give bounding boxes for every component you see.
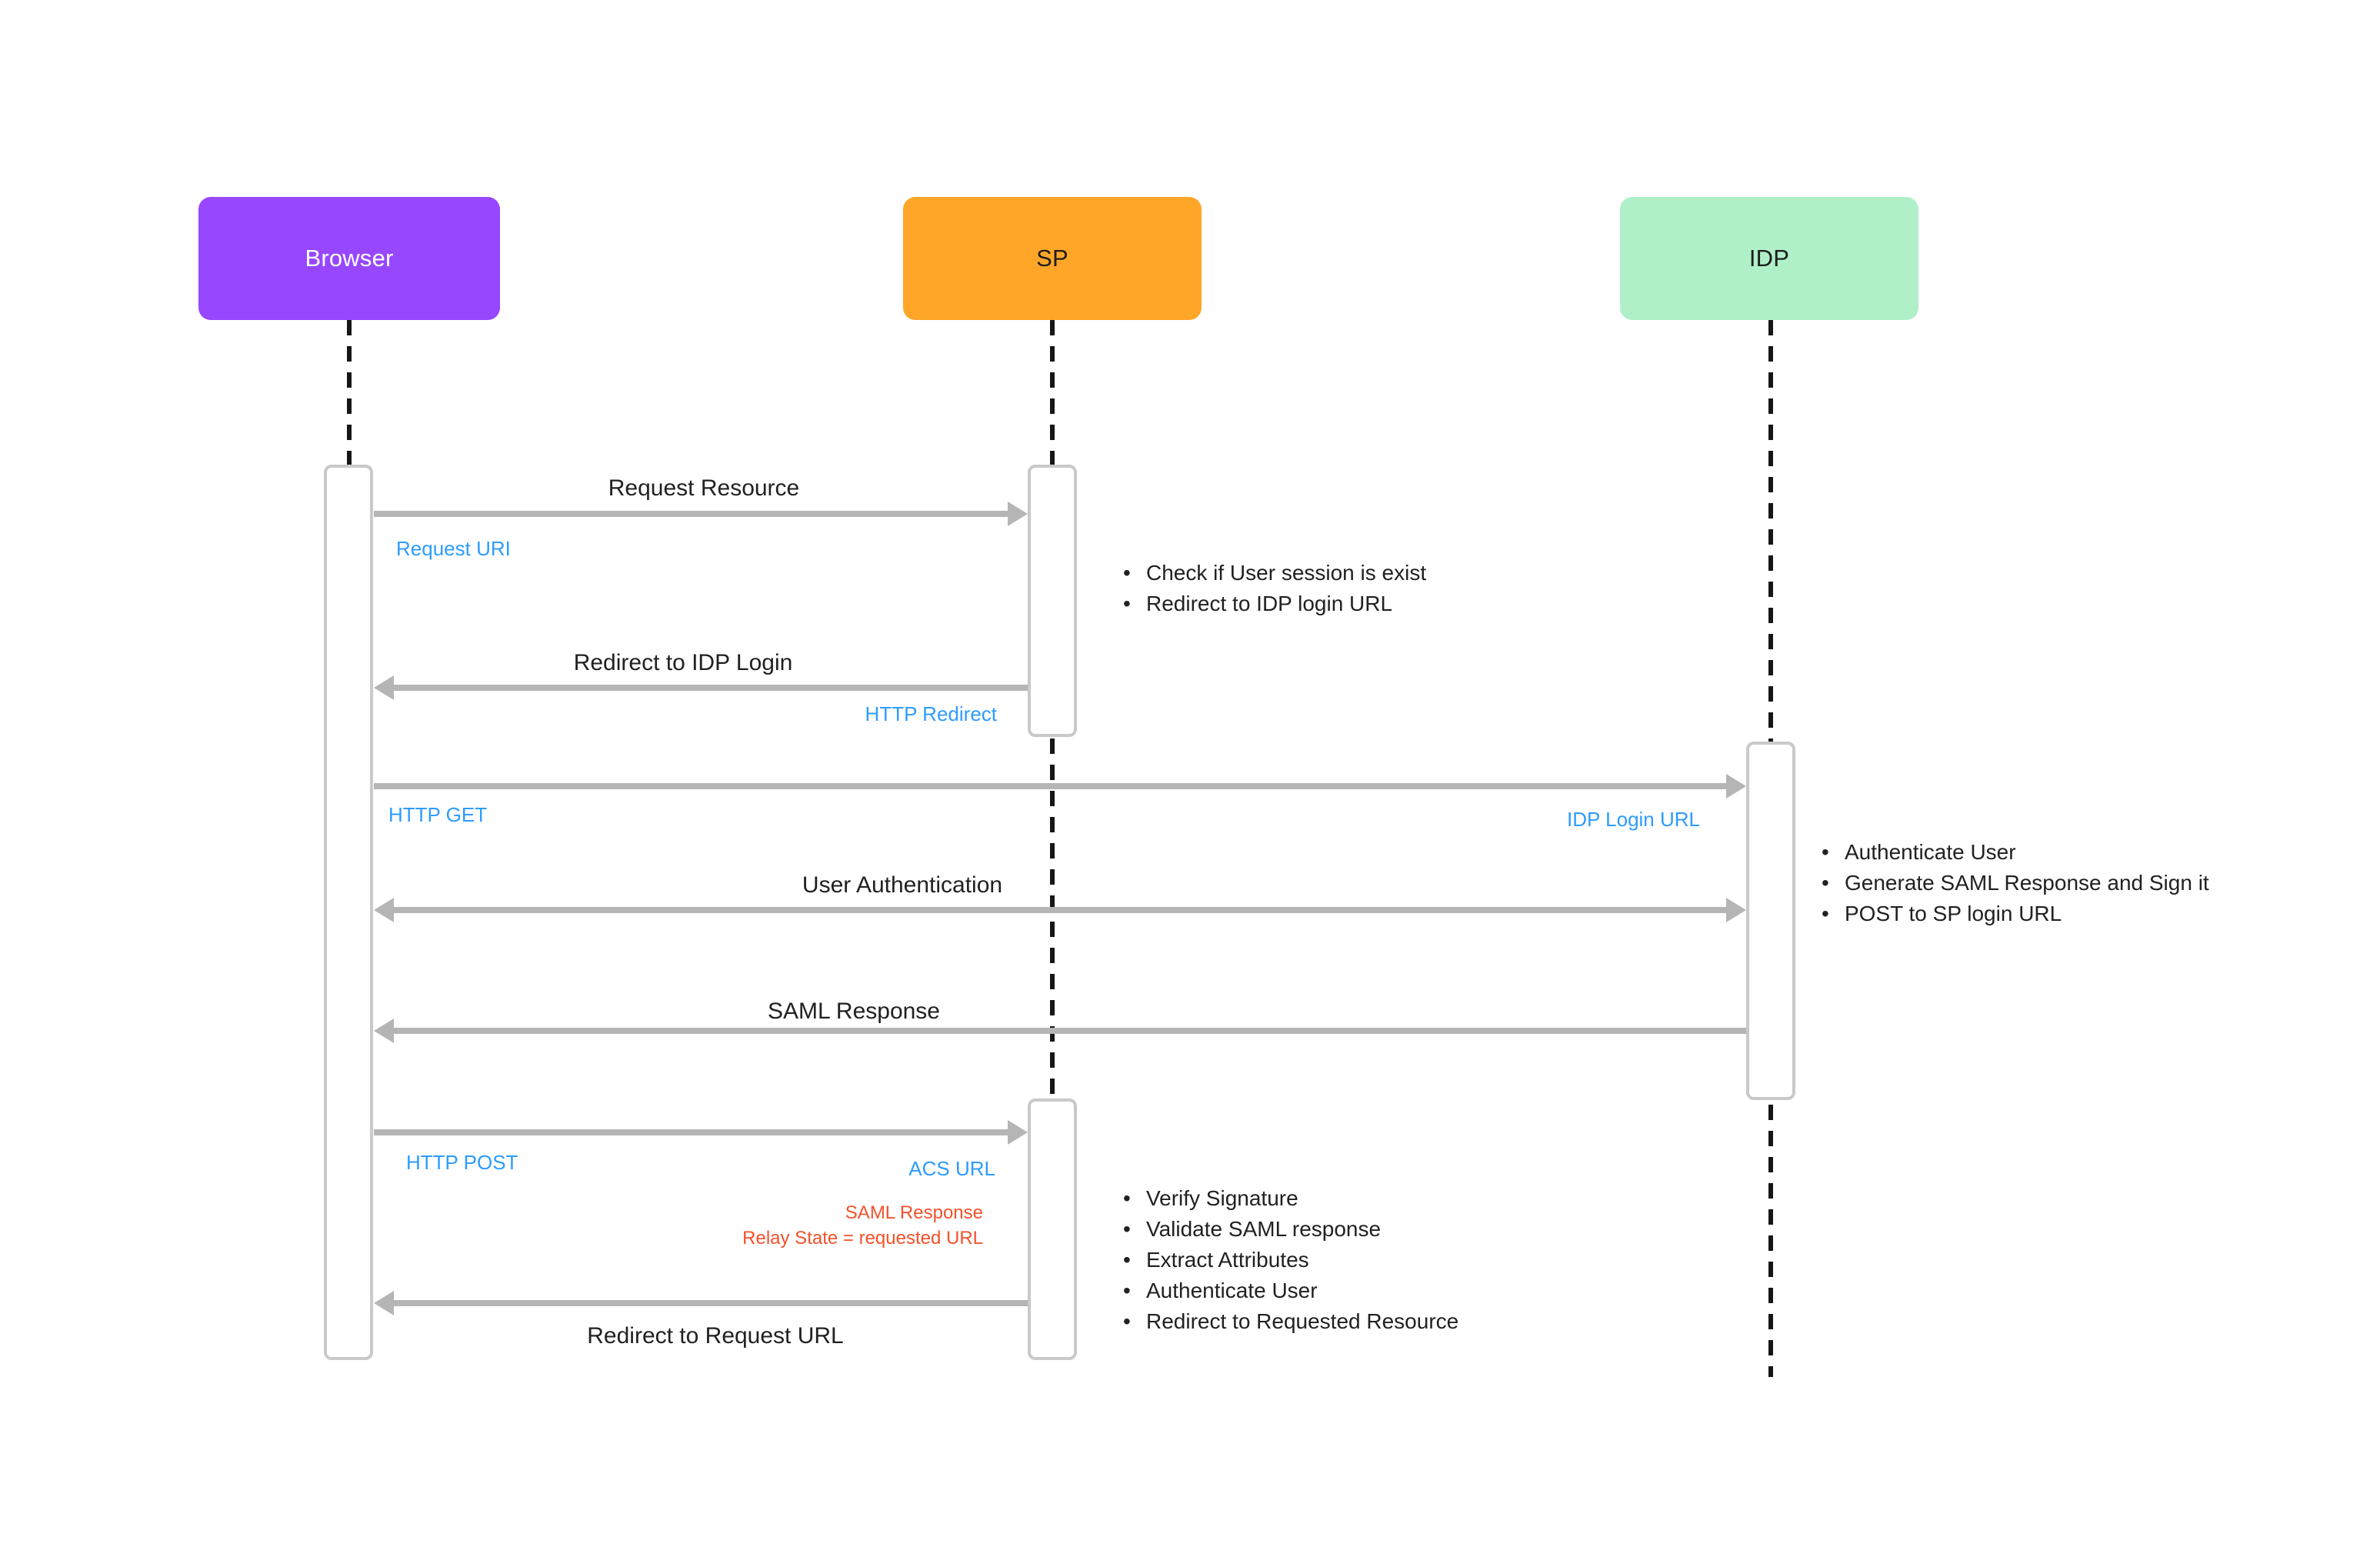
- arrowhead-right-icon: [1008, 1120, 1028, 1145]
- note-item: POST to SP login URL: [1822, 899, 2209, 929]
- note-item: Redirect to IDP login URL: [1123, 588, 1426, 619]
- sublabel-http-redirect: HTTP Redirect: [865, 702, 997, 725]
- sublabel-http-post: HTTP POST: [406, 1151, 518, 1174]
- note-item: Verify Signature: [1123, 1183, 1458, 1214]
- arrow-http-post: [374, 1120, 1028, 1145]
- param-relay-state: Relay State = requested URL: [742, 1228, 983, 1249]
- arrow-redirect-request-url: [374, 1291, 1028, 1315]
- browser-lifeline: [347, 320, 352, 468]
- arrowhead-left-icon: [374, 898, 394, 922]
- idp-notes: Authenticate User Generate SAML Response…: [1822, 837, 2209, 929]
- arrow-redirect-idp-login: [374, 675, 1028, 700]
- note-item: Generate SAML Response and Sign it: [1822, 868, 2209, 899]
- arrow-saml-response: [374, 1019, 1746, 1043]
- note-item: Check if User session is exist: [1123, 558, 1426, 588]
- idp-activation-bar: [1746, 742, 1795, 1100]
- arrowhead-right-icon: [1726, 898, 1746, 922]
- message-label-saml-response: SAML Response: [767, 999, 941, 1024]
- sp-lifeline: [1050, 320, 1055, 1360]
- browser-activation-bar: [324, 465, 373, 1360]
- actor-box-sp: SP: [903, 197, 1202, 320]
- sp-notes-second: Verify Signature Validate SAML response …: [1123, 1183, 1458, 1337]
- note-item: Extract Attributes: [1123, 1245, 1458, 1275]
- actor-label-sp: SP: [1036, 245, 1068, 272]
- message-label-redirect-idp-login: Redirect to IDP Login: [573, 650, 793, 675]
- sublabel-http-get: HTTP GET: [388, 803, 488, 826]
- note-item: Authenticate User: [1123, 1275, 1458, 1306]
- message-label-request-resource: Request Resource: [608, 475, 800, 501]
- message-label-redirect-request-url: Redirect to Request URL: [587, 1323, 844, 1349]
- note-item: Validate SAML response: [1123, 1214, 1458, 1245]
- sp-notes-first: Check if User session is exist Redirect …: [1123, 558, 1426, 619]
- actor-label-idp: IDP: [1748, 245, 1790, 272]
- note-item: Redirect to Requested Resource: [1123, 1306, 1458, 1337]
- sp-activation-bar-2: [1028, 1099, 1077, 1360]
- actor-box-idp: IDP: [1620, 197, 1918, 320]
- note-item: Authenticate User: [1822, 837, 2209, 868]
- arrowhead-left-icon: [374, 1019, 394, 1043]
- arrowhead-right-icon: [1726, 774, 1746, 799]
- arrowhead-right-icon: [1008, 502, 1028, 526]
- sp-activation-bar-1: [1028, 465, 1077, 737]
- arrow-http-get: [374, 774, 1746, 799]
- param-saml-response: SAML Response: [845, 1202, 983, 1223]
- actor-box-browser: Browser: [198, 197, 500, 320]
- arrowhead-left-icon: [374, 675, 394, 700]
- message-label-user-authentication: User Authentication: [802, 872, 1003, 898]
- sublabel-acs-url: ACS URL: [908, 1157, 995, 1180]
- sublabel-idp-login-url: IDP Login URL: [1567, 808, 1700, 831]
- arrow-user-authentication: [374, 898, 1746, 922]
- arrowhead-left-icon: [374, 1291, 394, 1315]
- sublabel-request-uri: Request URI: [396, 537, 511, 560]
- arrow-request-resource: [374, 502, 1028, 526]
- actor-label-browser: Browser: [305, 245, 394, 272]
